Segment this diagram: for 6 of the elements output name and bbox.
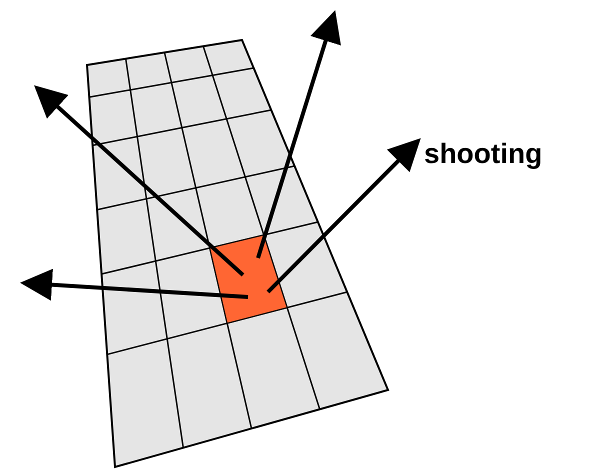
arrow <box>34 85 244 276</box>
arrow <box>256 10 341 259</box>
patch <box>209 234 288 324</box>
caption-label: shooting <box>424 138 542 170</box>
arrow <box>266 138 421 294</box>
arrow <box>20 268 248 301</box>
